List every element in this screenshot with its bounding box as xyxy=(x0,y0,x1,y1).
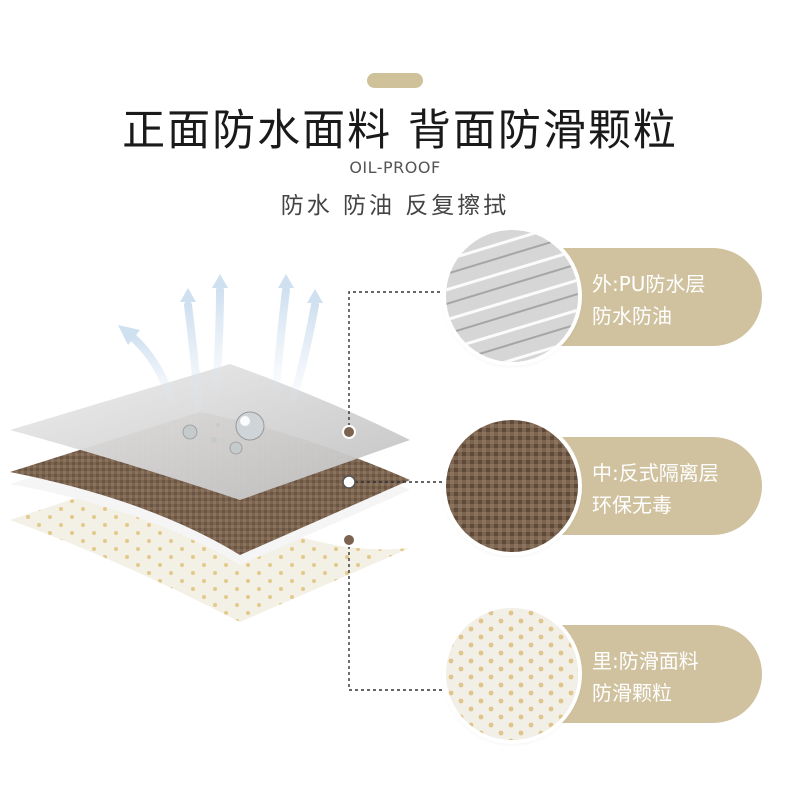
layer-card-sub: 防水防油 xyxy=(592,304,672,328)
texture-brown-weave xyxy=(446,420,578,552)
header-accent-bar xyxy=(367,73,423,88)
connector-dot-middle xyxy=(342,475,356,489)
layer-card-sub: 防滑颗粒 xyxy=(592,681,672,705)
fabric-layers-illustration xyxy=(10,274,410,622)
layer-card-title: 里:防滑面料 xyxy=(592,649,699,673)
top-layer xyxy=(10,364,410,500)
layer-card-sub: 环保无毒 xyxy=(592,493,672,517)
subtitle-english: OIL-PROOF xyxy=(349,158,441,177)
subtitle-chinese: 防水 防油 反复擦拭 xyxy=(280,193,510,219)
page-title: 正面防水面料 背面防滑颗粒 xyxy=(122,106,678,156)
arrow-heads xyxy=(118,274,323,345)
connector-dot-outer xyxy=(342,425,356,439)
layer-card-title: 外:PU防水层 xyxy=(592,272,706,296)
breathable-arrows xyxy=(126,286,319,424)
texture-silver-fiber xyxy=(446,230,578,362)
texture-white-dots xyxy=(446,608,578,740)
layer-card-title: 中:反式隔离层 xyxy=(592,461,719,485)
connector-dot-inner xyxy=(342,533,356,547)
